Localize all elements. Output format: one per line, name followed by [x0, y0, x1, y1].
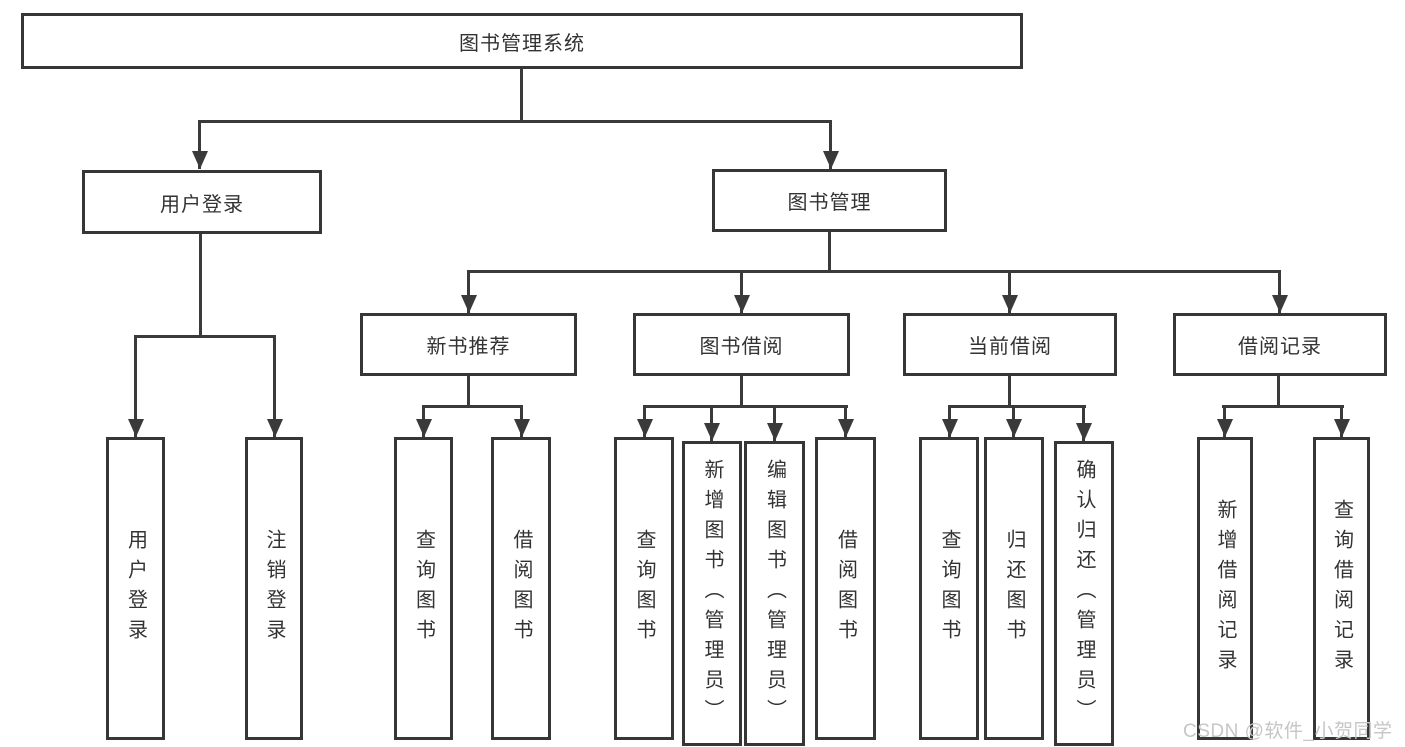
arrow-to-rec2-add-record — [1216, 407, 1233, 437]
leaf-cur-confirm-return-label: 确认归还（管理员） — [1073, 458, 1095, 729]
node-book-management-system: 图书管理系统 — [21, 13, 1023, 69]
arrow-to-bor-add-book — [703, 407, 720, 441]
leaf-rec-query-book: 查询图书 — [394, 437, 453, 740]
node-new-book-rec-label: 新书推荐 — [426, 336, 511, 358]
leaf-rec2-query-record: 查询借阅记录 — [1313, 437, 1370, 740]
arrow-to-bor-borrow-book — [837, 407, 854, 437]
leaf-cur-query-book: 查询图书 — [919, 437, 979, 740]
leaf-bor-query-book: 查询图书 — [614, 437, 674, 740]
arrow-to-new-book-rec — [460, 272, 477, 313]
edge-current-borrow-branch — [948, 405, 1086, 408]
edge-user-login-branch — [134, 335, 276, 338]
edge-root-branch — [198, 120, 832, 123]
edge-root-stub — [520, 69, 523, 123]
edge-book-borrow-branch — [643, 405, 848, 408]
node-book-management-system-label: 图书管理系统 — [459, 32, 585, 55]
node-book-mgmt-label: 图书管理 — [787, 192, 872, 214]
node-new-book-rec: 新书推荐 — [360, 313, 577, 376]
node-user-login: 用户登录 — [82, 170, 322, 234]
arrow-to-cur-confirm-return — [1075, 407, 1092, 441]
node-borrow-records-label: 借阅记录 — [1238, 336, 1322, 358]
edge-user-login-stub — [199, 234, 202, 337]
arrow-to-cur-query-book — [941, 407, 958, 437]
node-current-borrow: 当前借阅 — [903, 313, 1117, 376]
arrow-to-rec-borrow-book — [513, 407, 530, 437]
leaf-bor-edit-book-label: 编辑图书（管理员） — [763, 458, 786, 729]
leaf-bor-borrow-book: 借阅图书 — [815, 437, 876, 740]
leaf-bor-query-book-label: 查询图书 — [633, 528, 655, 649]
leaf-cur-return-book-label: 归还图书 — [1003, 528, 1025, 649]
arrow-to-leaf-logout — [266, 337, 283, 437]
arrow-to-borrow-records — [1271, 272, 1288, 313]
leaf-rec2-add-record-label: 新增借阅记录 — [1214, 498, 1236, 679]
node-borrow-records: 借阅记录 — [1173, 313, 1387, 376]
leaf-cur-confirm-return: 确认归还（管理员） — [1054, 441, 1114, 746]
arrow-to-bor-edit-book — [766, 407, 783, 441]
leaf-bor-add-book-label: 新增图书（管理员） — [701, 458, 723, 729]
node-user-login-label: 用户登录 — [160, 193, 244, 216]
node-book-borrow: 图书借阅 — [633, 313, 850, 376]
leaf-cur-return-book: 归还图书 — [984, 437, 1044, 740]
arrow-to-rec2-query-record — [1333, 407, 1350, 437]
leaf-user-login-label: 用户登录 — [124, 528, 147, 649]
arrow-to-user-login — [191, 122, 208, 169]
edge-book-borrow-stub — [740, 376, 743, 407]
arrow-to-rec-query-book — [415, 407, 432, 437]
node-book-mgmt: 图书管理 — [712, 169, 947, 232]
edge-new-book-rec-branch — [422, 405, 523, 408]
leaf-rec2-add-record: 新增借阅记录 — [1197, 437, 1253, 740]
arrow-to-book-mgmt — [822, 122, 839, 169]
csdn-watermark: CSDN @软件_小贺同学 — [1183, 721, 1393, 742]
leaf-rec2-query-record-label: 查询借阅记录 — [1330, 498, 1353, 679]
leaf-cur-query-book-label: 查询图书 — [938, 528, 960, 649]
edge-borrow-records-branch — [1222, 405, 1344, 408]
leaf-user-login: 用户登录 — [106, 437, 165, 740]
leaf-logout-label: 注销登录 — [263, 528, 285, 649]
edge-book-mgmt-branch — [467, 270, 1281, 273]
leaf-rec-borrow-book-label: 借阅图书 — [510, 528, 532, 649]
leaf-logout: 注销登录 — [245, 437, 303, 740]
edge-borrow-records-stub — [1277, 376, 1280, 407]
leaf-rec-query-book-label: 查询图书 — [412, 528, 435, 649]
edge-current-borrow-stub — [1008, 376, 1011, 407]
leaf-bor-add-book: 新增图书（管理员） — [682, 441, 742, 746]
edge-book-mgmt-stub — [828, 232, 831, 272]
arrow-to-book-borrow — [733, 272, 750, 313]
node-current-borrow-label: 当前借阅 — [968, 336, 1052, 358]
node-book-borrow-label: 图书借阅 — [699, 336, 784, 358]
arrow-to-bor-query-book — [636, 407, 653, 437]
edge-new-book-rec-stub — [467, 376, 470, 407]
leaf-bor-borrow-book-label: 借阅图书 — [834, 528, 857, 649]
leaf-rec-borrow-book: 借阅图书 — [491, 437, 551, 740]
arrow-to-cur-return-book — [1005, 407, 1022, 437]
arrow-to-current-borrow — [1001, 272, 1018, 313]
arrow-to-leaf-user-login — [127, 337, 144, 437]
leaf-bor-edit-book: 编辑图书（管理员） — [744, 441, 805, 746]
